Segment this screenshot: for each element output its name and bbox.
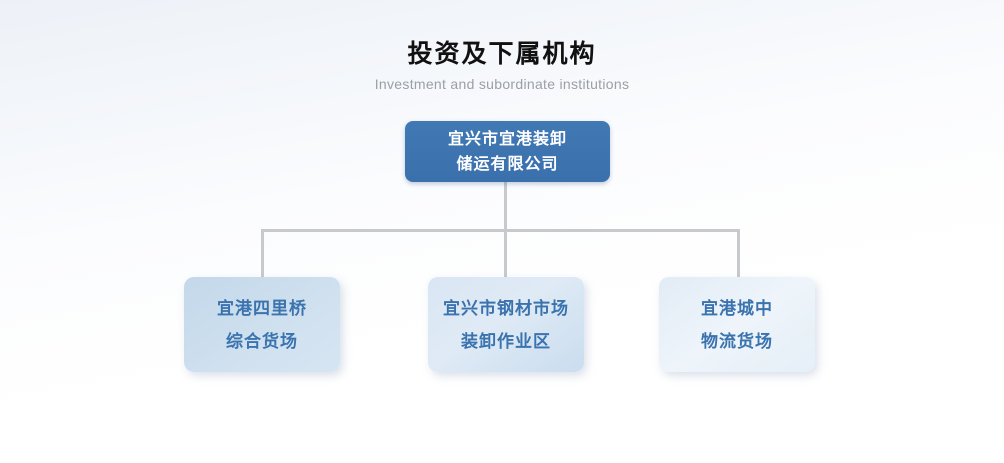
connector-root-drop	[504, 181, 507, 231]
org-child-node-1: 宜港四里桥 综合货场	[184, 277, 340, 372]
org-root-node: 宜兴市宜港装卸 储运有限公司	[405, 121, 610, 182]
org-child-node-1-label-line2: 综合货场	[226, 331, 298, 351]
org-child-node-2: 宜兴市钢材市场 装卸作业区	[428, 277, 584, 372]
org-root-node-label-line1: 宜兴市宜港装卸	[447, 130, 567, 148]
org-child-node-3-label-line2: 物流货场	[701, 331, 773, 351]
page-subtitle: Investment and subordinate institutions	[374, 75, 630, 92]
connector-horizontal-rail	[261, 229, 740, 232]
org-child-node-3: 宜港城中 物流货场	[659, 277, 815, 372]
page-header: 投资及下属机构 Investment and subordinate insti…	[0, 38, 1004, 92]
connector-drop-middle	[504, 229, 507, 277]
org-child-node-1-label-line1: 宜港四里桥	[217, 298, 307, 318]
page-title: 投资及下属机构	[407, 40, 597, 68]
org-child-node-2-label-line1: 宜兴市钢材市场	[443, 298, 569, 318]
org-root-node-label-line2: 储运有限公司	[456, 155, 559, 173]
connector-drop-right	[737, 229, 740, 277]
org-child-node-2-label-line2: 装卸作业区	[461, 331, 551, 351]
org-child-node-3-label-line1: 宜港城中	[701, 298, 773, 318]
connector-drop-left	[261, 229, 264, 277]
